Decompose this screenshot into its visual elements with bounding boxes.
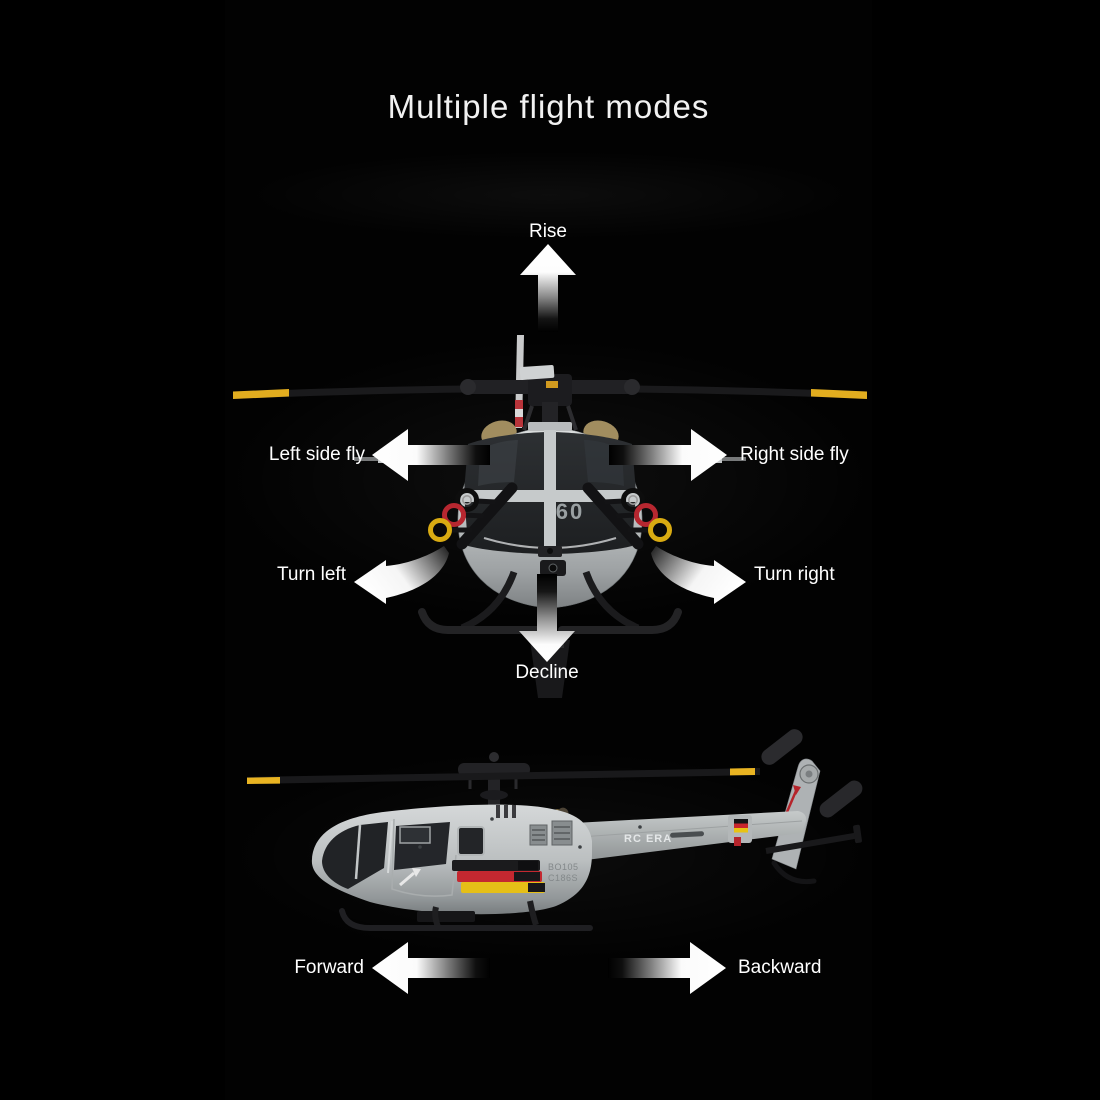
decline-label: Decline (515, 662, 579, 683)
side-main-rotor (247, 768, 760, 784)
side-landing-skids (339, 900, 593, 931)
front-weapon-rings-right (582, 482, 672, 550)
turn-left-label: Turn left (277, 564, 346, 585)
side-tail-rotor (761, 729, 863, 818)
turn-right-label: Turn right (754, 564, 835, 585)
side-tail-boom: RC ERA (574, 811, 807, 861)
model-line1-label: BO105 (548, 862, 579, 872)
front-weapon-rings-left (428, 482, 518, 550)
turn-left-curved-arrow-icon (352, 544, 452, 608)
right-side-fly-label: Right side fly (740, 444, 849, 465)
left-side-fly-label: Left side fly (268, 444, 365, 465)
rise-label: Rise (528, 221, 568, 242)
model-line2-label: C186S (548, 873, 578, 883)
turn-right-curved-arrow-icon (648, 544, 748, 608)
decline-arrow-icon (519, 574, 575, 662)
left-arrow-icon (372, 429, 490, 481)
side-fuselage: BO105 C186S (311, 804, 642, 922)
rise-arrow-icon (520, 244, 576, 332)
front-landing-skids (418, 570, 682, 634)
helicopter-side-view: RC ERA (230, 727, 870, 962)
brand-label: RC ERA (624, 833, 672, 845)
forward-label: Forward (294, 957, 364, 978)
nose-number-label: 60 (556, 499, 584, 524)
page-title: Multiple flight modes (387, 88, 710, 125)
forward-arrow-icon (372, 942, 490, 994)
front-fuselage: 60 (457, 420, 643, 609)
backward-label: Backward (738, 957, 822, 978)
backward-arrow-icon (608, 942, 726, 994)
helicopter-front-view: 60 (228, 332, 872, 732)
right-arrow-icon (609, 429, 727, 481)
